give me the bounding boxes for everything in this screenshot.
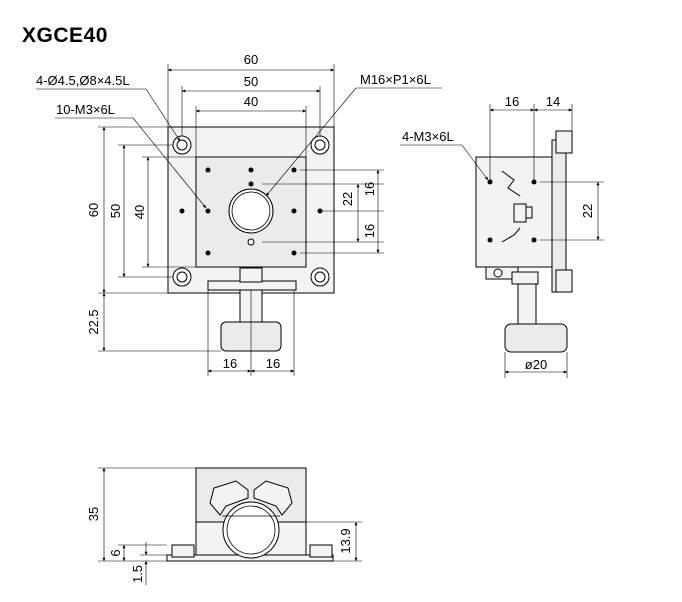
dim-left-60: 60	[86, 203, 101, 217]
front-dim-35: 35	[86, 507, 101, 521]
side-view: 16 14 22 ø20 4-M3×6L	[400, 94, 604, 378]
front-dim-1-5: 1.5	[130, 565, 145, 583]
dim-right-22: 22	[340, 192, 355, 206]
front-view: 35 6 1.5 13.9	[86, 467, 362, 585]
front-dim-13-9: 13.9	[338, 528, 353, 553]
side-counterbore-top	[555, 130, 573, 154]
mounting-holes	[172, 135, 330, 287]
dim-left-22-5: 22.5	[86, 309, 101, 334]
dim-top-60: 60	[244, 52, 258, 67]
side-dim-22: 22	[580, 204, 595, 218]
dim-right-16-lower: 16	[362, 224, 377, 238]
dim-bottom-16-right: 16	[266, 356, 280, 371]
tapped-holes	[179, 167, 323, 256]
front-dim-6: 6	[108, 549, 123, 556]
callout-center-thread: M16×P1×6L	[360, 72, 431, 87]
dim-top-50: 50	[244, 74, 258, 89]
dim-left-50: 50	[108, 204, 123, 218]
side-callout-holes: 4-M3×6L	[402, 129, 454, 144]
side-dim-16: 16	[505, 94, 519, 109]
center-thread-hole	[228, 188, 274, 234]
callout-mount-holes: 4-Ø4.5,Ø8×4.5L	[36, 73, 130, 88]
side-base	[551, 139, 567, 293]
side-knob	[504, 323, 568, 353]
callout-tapped-holes: 10-M3×6L	[56, 102, 115, 117]
dim-right-16-upper: 16	[362, 182, 377, 196]
stage-plate	[195, 156, 307, 268]
dim-left-40: 40	[132, 205, 147, 219]
side-knob-stem	[517, 283, 537, 325]
drawing-title: XGCE40	[22, 24, 108, 47]
top-view: 60 50 40 60 50 40 22.5 22	[36, 52, 442, 376]
dim-bottom-16-left: 16	[223, 356, 237, 371]
side-dim-14: 14	[546, 94, 560, 109]
dim-top-40: 40	[244, 94, 258, 109]
front-knob-face	[222, 501, 280, 559]
knob-neck	[239, 267, 263, 283]
side-dim-dia20: ø20	[525, 357, 547, 372]
side-counterbore-bottom	[555, 269, 573, 293]
clamp-jaw-right	[253, 480, 293, 516]
clamp-jaw-left	[209, 480, 249, 516]
